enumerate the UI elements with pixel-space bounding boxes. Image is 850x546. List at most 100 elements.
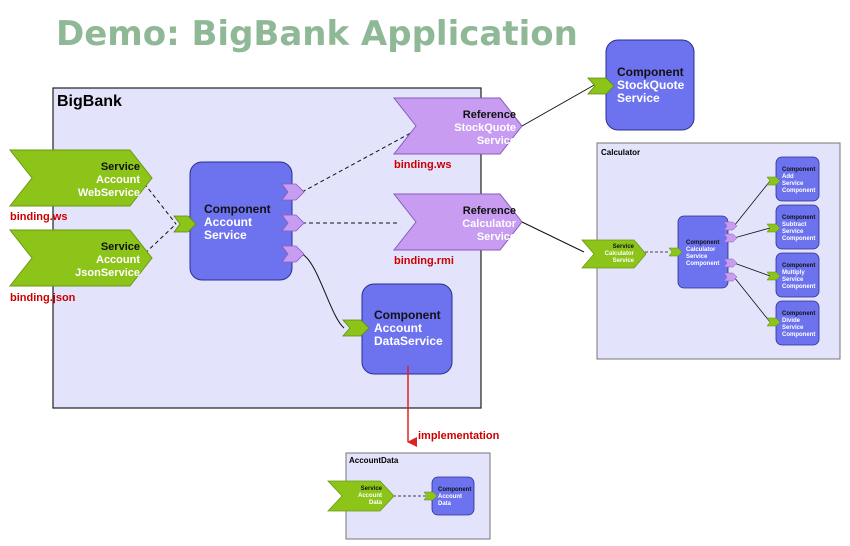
component-calculator-service: Component Calculator Service Component bbox=[668, 215, 738, 289]
service-account-jsonservice: Service Account JsonService binding.json bbox=[8, 229, 153, 304]
calculator-wires bbox=[640, 180, 771, 323]
binding-label: binding.ws bbox=[394, 159, 451, 171]
wire-to-add bbox=[733, 180, 771, 227]
reference-name-line: Service bbox=[477, 135, 516, 147]
component-kind-label: Component bbox=[782, 167, 815, 173]
implementation-label: implementation bbox=[418, 430, 500, 442]
service-port-icon bbox=[766, 271, 781, 281]
component-name-line: Account bbox=[438, 494, 462, 500]
component-add-service: Component Add Service Component bbox=[766, 156, 820, 202]
bigbank-label: BigBank bbox=[57, 93, 122, 110]
calculator-composite: Calculator Service Calculator Service Co… bbox=[581, 142, 841, 360]
component-account-dataservice: Component Account DataService bbox=[342, 283, 453, 375]
binding-label: binding.json bbox=[10, 292, 76, 304]
component-kind-label: Component bbox=[686, 240, 719, 246]
reference-port-icon bbox=[281, 183, 305, 201]
component-name-line: Service bbox=[782, 229, 804, 235]
service-port-icon bbox=[342, 319, 370, 337]
component-name-line: Component bbox=[782, 236, 815, 242]
service-account-data: Service Account Data bbox=[327, 480, 395, 512]
binding-label: binding.rmi bbox=[394, 255, 454, 267]
component-name-line: Service bbox=[686, 254, 708, 260]
service-name-line: Data bbox=[369, 500, 383, 506]
reference-name-line: Calculator bbox=[462, 218, 517, 230]
component-kind-label: Component bbox=[782, 215, 815, 221]
component-name-line: StockQuote bbox=[617, 78, 685, 92]
service-name-line: Account bbox=[96, 174, 140, 186]
accountdata-composite: AccountData Service Account Data Compone… bbox=[327, 452, 491, 540]
reference-kind-label: Reference bbox=[463, 109, 516, 121]
service-name-line: JsonService bbox=[75, 267, 140, 279]
component-name-line: Service bbox=[782, 181, 804, 187]
reference-kind-label: Reference bbox=[463, 205, 516, 217]
service-port-icon bbox=[423, 491, 438, 501]
component-name-line: Account bbox=[204, 215, 252, 229]
reference-port-icon bbox=[281, 214, 305, 232]
component-name-line: Account bbox=[374, 321, 422, 335]
component-name-line: Calculator bbox=[686, 247, 716, 253]
component-kind-label: Component bbox=[374, 308, 441, 322]
reference-calculator-service: Reference Calculator Service binding.rmi bbox=[392, 193, 523, 267]
component-name-line: Service bbox=[204, 228, 247, 242]
service-kind-label: Service bbox=[101, 241, 140, 253]
service-port-icon bbox=[766, 317, 781, 327]
implementation-arrow: implementation bbox=[407, 366, 500, 447]
component-name-line: Service bbox=[782, 277, 804, 283]
component-name-line: Component bbox=[686, 261, 719, 267]
wire-account-to-stockquote-ref bbox=[301, 127, 421, 193]
component-multiply-service: Component Multiply Service Component bbox=[766, 252, 820, 298]
component-name-line: Component bbox=[782, 332, 815, 338]
wire-ref-to-calculator bbox=[521, 221, 585, 253]
service-name-line: Service bbox=[613, 258, 635, 264]
wire-to-multiply bbox=[733, 262, 771, 277]
component-name-line: Service bbox=[617, 91, 660, 105]
page-title: Demo: BigBank Application bbox=[56, 14, 578, 54]
service-name-line: WebService bbox=[78, 187, 140, 199]
service-kind-label: Service bbox=[613, 244, 635, 250]
external-wires bbox=[521, 83, 597, 253]
service-port-icon bbox=[587, 77, 615, 95]
reference-port-icon bbox=[281, 245, 305, 263]
component-subtract-service: Component Subtract Service Component bbox=[766, 204, 820, 250]
component-kind-label: Component bbox=[438, 487, 471, 493]
service-port-icon bbox=[766, 223, 781, 233]
component-stockquote-service: Component StockQuote Service bbox=[587, 39, 695, 131]
reference-port-icon bbox=[723, 272, 738, 282]
component-divide-service: Component Divide Service Component bbox=[766, 300, 820, 346]
reference-name-line: StockQuote bbox=[454, 122, 516, 134]
binding-label: binding.ws bbox=[10, 211, 67, 223]
service-name-line: Calculator bbox=[605, 251, 635, 257]
component-name-line: Component bbox=[782, 284, 815, 290]
calculator-label: Calculator bbox=[601, 148, 640, 157]
service-name-line: Account bbox=[358, 493, 382, 499]
service-port-icon bbox=[668, 247, 683, 257]
component-name-line: Divide bbox=[782, 318, 801, 324]
service-port-icon bbox=[173, 215, 197, 233]
service-calculator-service: Service Calculator Service bbox=[581, 239, 647, 269]
component-kind-label: Component bbox=[204, 202, 271, 216]
service-port-icon bbox=[766, 176, 781, 186]
wire-to-divide bbox=[733, 276, 771, 323]
component-name-line: Add bbox=[782, 174, 794, 180]
reference-port-icon bbox=[723, 221, 738, 231]
service-kind-label: Service bbox=[361, 486, 383, 492]
service-name-line: Account bbox=[96, 254, 140, 266]
component-name-line: DataService bbox=[374, 334, 443, 348]
component-name-line: Multiply bbox=[782, 270, 805, 276]
reference-name-line: Service bbox=[477, 231, 516, 243]
accountdata-label: AccountData bbox=[349, 456, 399, 465]
reference-port-icon bbox=[723, 258, 738, 268]
component-name-line: Subtract bbox=[782, 222, 806, 228]
service-account-webservice: Service Account WebService binding.ws bbox=[8, 149, 153, 223]
reference-stockquote-service: Reference StockQuote Service binding.ws bbox=[392, 97, 523, 171]
component-kind-label: Component bbox=[617, 65, 684, 79]
component-name-line: Component bbox=[782, 188, 815, 194]
component-kind-label: Component bbox=[782, 263, 815, 269]
service-kind-label: Service bbox=[101, 161, 140, 173]
component-name-line: Data bbox=[438, 501, 452, 507]
wire-account-to-dataservice bbox=[301, 253, 345, 329]
reference-port-icon bbox=[723, 233, 738, 243]
component-name-line: Service bbox=[782, 325, 804, 331]
component-account-service: Component Account Service bbox=[173, 161, 305, 281]
component-kind-label: Component bbox=[782, 311, 815, 317]
